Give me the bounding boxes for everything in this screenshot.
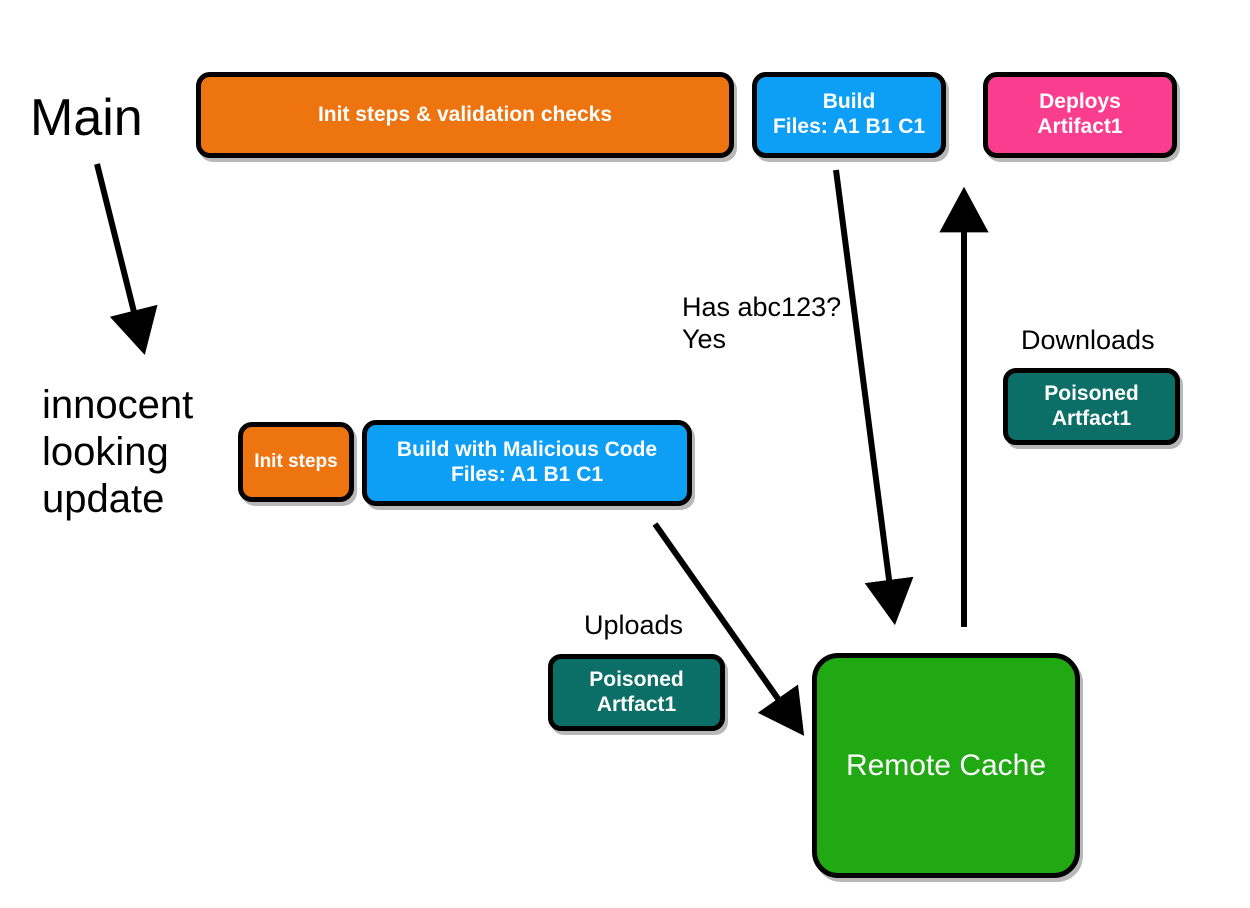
node-build-with-malicious-code[interactable]: Build with Malicious Code Files: A1 B1 C…	[362, 420, 692, 506]
node-remote-cache[interactable]: Remote Cache	[812, 653, 1080, 878]
node-deploys-artifact1[interactable]: Deploys Artifact1	[983, 72, 1177, 158]
edge-label-downloads: Downloads	[1021, 325, 1155, 355]
edge-label-cache-lookup: Has abc123? Yes	[682, 292, 842, 354]
node-poisoned-artifact-downloaded[interactable]: Poisoned Artfact1	[1003, 368, 1180, 445]
branch-label-main: Main	[30, 89, 143, 147]
node-init-steps[interactable]: Init steps	[238, 422, 354, 502]
branch-label-feature: innocent looking update	[42, 383, 194, 522]
arrow-build-to-cache	[833, 169, 914, 626]
node-build-main[interactable]: Build Files: A1 B1 C1	[752, 72, 946, 158]
node-init-steps-validation-checks[interactable]: Init steps & validation checks	[196, 72, 734, 158]
node-poisoned-artifact-uploaded[interactable]: Poisoned Artfact1	[548, 654, 725, 731]
arrow-main-to-feature	[94, 163, 158, 355]
edge-label-uploads: Uploads	[584, 610, 684, 640]
